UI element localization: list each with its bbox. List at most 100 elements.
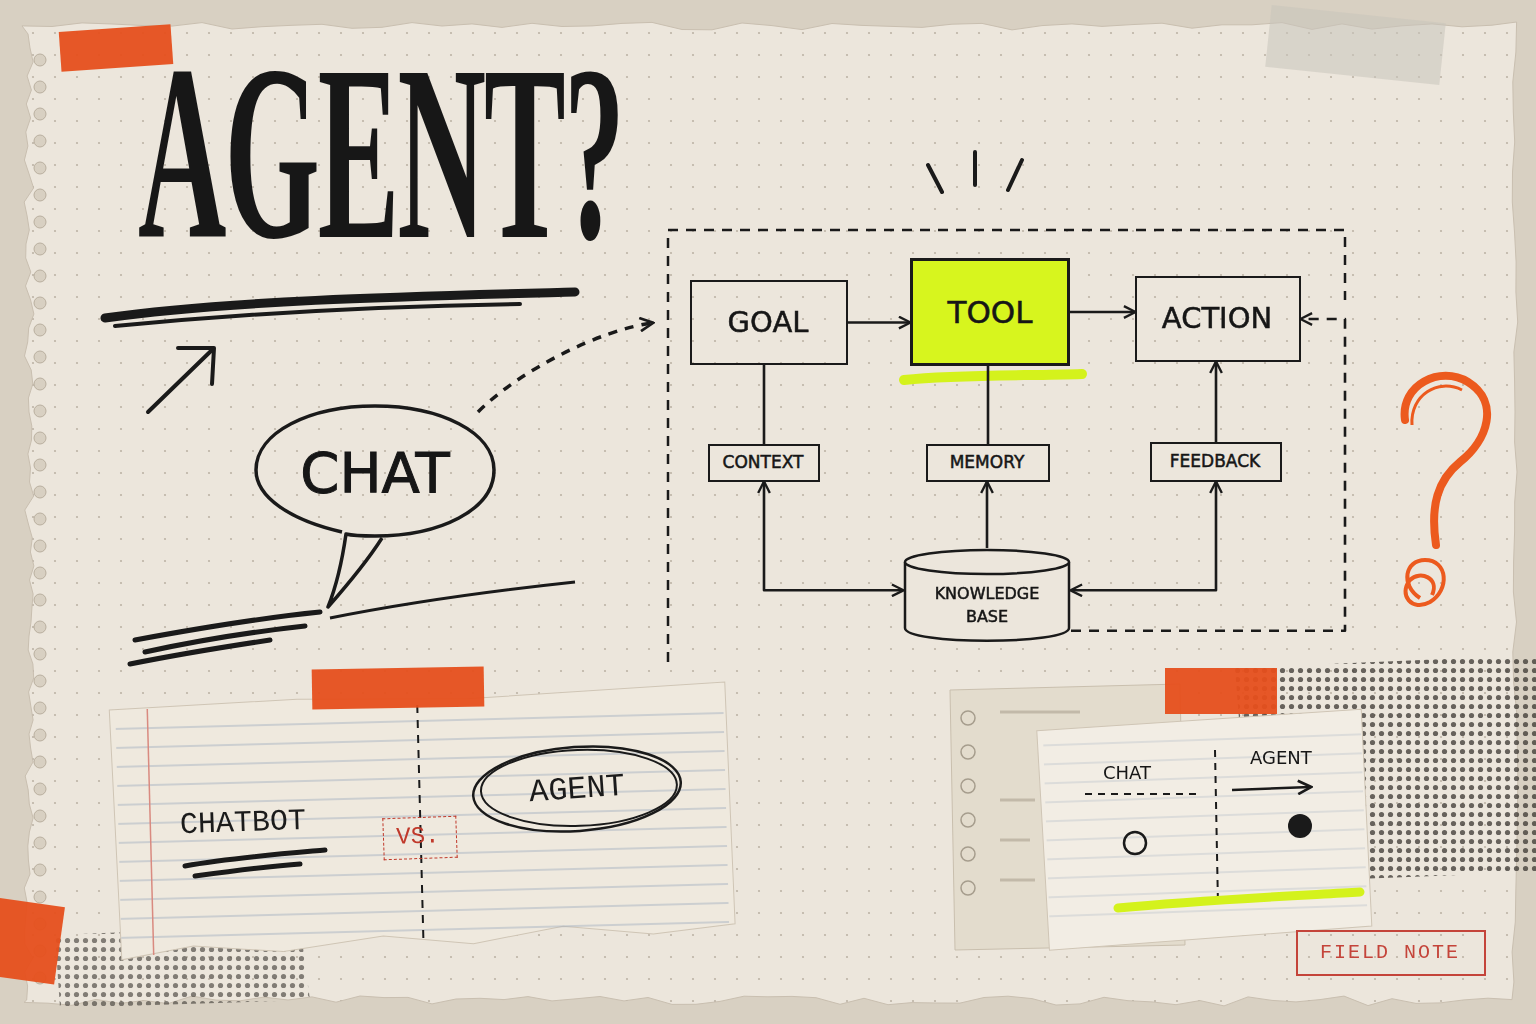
text-area: VS. (383, 817, 452, 855)
node-text: MEMORY (950, 452, 1025, 472)
dashed-connector (1071, 319, 1345, 631)
binder-hole (34, 270, 46, 282)
binder-hole (34, 675, 46, 687)
binder-hole (34, 567, 46, 579)
node-text: KNOWLEDGE BASE (922, 582, 1052, 628)
binder-hole (34, 621, 46, 633)
hand-arrow (148, 350, 212, 412)
dashed-enclosure (668, 230, 1345, 662)
text-area: MEMORY (928, 446, 1046, 478)
binder-hole (34, 189, 46, 201)
connector (1215, 362, 1218, 442)
binder-hole (34, 594, 46, 606)
table-cell: AGENT (1250, 747, 1312, 768)
binder-hole (34, 135, 46, 147)
node-text: FEEDBACK (1170, 451, 1260, 471)
connector (987, 366, 990, 444)
binder-hole (34, 810, 46, 822)
node-text: ACTION (1162, 301, 1272, 335)
brush-underline (115, 304, 520, 326)
binder-hole (34, 432, 46, 444)
goal-box: GOAL (690, 280, 848, 365)
binder-hole (34, 324, 46, 336)
binder-hole (34, 216, 46, 228)
binder-hole (34, 405, 46, 417)
node-text: TOOL (947, 294, 1032, 330)
question-dot (1406, 560, 1444, 605)
vs-stamp: VS. (382, 816, 457, 861)
text-area: AGENT (467, 735, 687, 844)
binder-hole (34, 486, 46, 498)
binder-hole (34, 891, 46, 903)
sheet-paper (22, 22, 1518, 1006)
binder-hole (34, 108, 46, 120)
text-area: GOAL (692, 282, 844, 361)
text-area: CHAT (250, 402, 500, 542)
binder-hole (34, 702, 46, 714)
tool-box: TOOL (910, 258, 1070, 366)
connector (848, 321, 910, 324)
question-mark (1405, 376, 1488, 545)
text-area: FIELD NOTE (1298, 932, 1482, 972)
table-cell: CHATBOT (179, 804, 306, 842)
binder-hole (34, 351, 46, 363)
binder-hole (34, 81, 46, 93)
text-area: ACTION (1137, 278, 1297, 358)
text-area: TOOL (913, 261, 1067, 363)
hand-arrow (178, 348, 214, 384)
binder-hole (34, 729, 46, 741)
connector (1071, 482, 1216, 590)
brush-scribble (130, 612, 320, 664)
binder-hole (34, 837, 46, 849)
knowledge-base-cylinder: KNOWLEDGE BASE (903, 548, 1071, 642)
cylinder-top (905, 550, 1069, 574)
question-mark (1412, 386, 1462, 425)
binder-hole (34, 378, 46, 390)
brush-underline (330, 582, 575, 618)
chat-bubble: CHAT (250, 402, 500, 614)
binder-hole (34, 648, 46, 660)
text-area: CONTEXT (710, 446, 816, 478)
feedback-box: FEEDBACK (1150, 442, 1282, 482)
dot-grid (22, 22, 1518, 1006)
node-text: AGENT (528, 767, 626, 811)
chat-bubble-outline (250, 402, 500, 614)
node-text: CHAT (300, 440, 449, 505)
binder-hole (34, 783, 46, 795)
binder-hole (34, 540, 46, 552)
action-box: ACTION (1135, 276, 1301, 362)
connector (986, 482, 989, 548)
agent-circled: AGENT (467, 735, 687, 844)
bubble-outline (256, 406, 494, 607)
highlight-stroke (904, 374, 1082, 380)
text-area: FEEDBACK (1152, 444, 1278, 478)
tape (0, 24, 1277, 984)
memory-box: MEMORY (926, 444, 1050, 482)
connector (1070, 311, 1135, 314)
table-cell: CHAT (1103, 762, 1151, 783)
context-box: CONTEXT (708, 444, 820, 482)
binder-hole (34, 297, 46, 309)
binder-hole (34, 864, 46, 876)
brush-underline (185, 850, 325, 876)
node-text: GOAL (728, 305, 809, 339)
left-note (109, 682, 736, 960)
binder-hole (34, 54, 46, 66)
text-area: KNOWLEDGE BASE (903, 570, 1071, 640)
circle-stroke (470, 740, 683, 838)
binder-hole (34, 513, 46, 525)
binder-hole (34, 459, 46, 471)
binder-hole (34, 756, 46, 768)
dashed-arrow (478, 323, 652, 412)
title: AGENT? (138, 28, 623, 278)
node-text: FIELD NOTE (1320, 941, 1460, 964)
binder-hole (34, 162, 46, 174)
circle-stroke (480, 746, 679, 829)
field-note-stamp: FIELD NOTE (1296, 930, 1486, 976)
emphasis-marks (928, 152, 1022, 192)
node-text: CONTEXT (723, 452, 804, 472)
connector (763, 365, 766, 444)
clear-tape (1265, 5, 1446, 85)
binder-hole (34, 243, 46, 255)
